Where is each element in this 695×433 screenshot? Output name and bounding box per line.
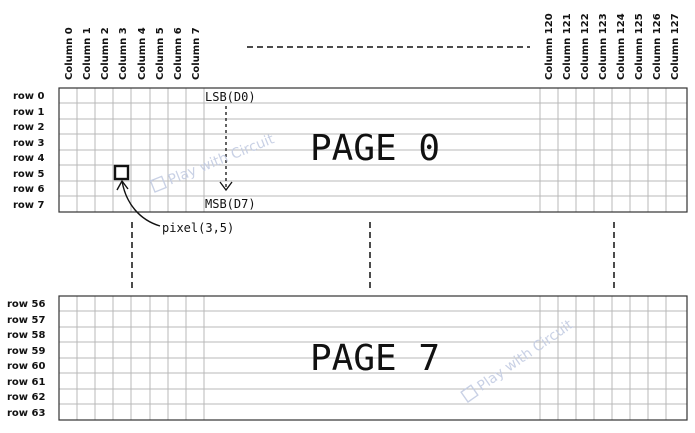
page-7-title: PAGE 7 (310, 338, 440, 379)
page-gap-dashes (131, 222, 615, 290)
column-label: Column 122 (580, 13, 591, 80)
row-label: row 57 (7, 315, 45, 326)
row-label: row 63 (7, 408, 45, 419)
column-label: Column 2 (100, 27, 111, 80)
column-label: Column 6 (173, 27, 184, 80)
page-0-border (58, 87, 688, 213)
row-label: row 7 (13, 200, 45, 211)
lsb-label: LSB(D0) (205, 90, 256, 104)
column-label: Column 127 (670, 13, 681, 80)
pixel-highlight (113, 164, 130, 181)
chip-icon (460, 384, 479, 403)
msb-label: MSB(D7) (205, 197, 256, 211)
pixel-callout-arrow (121, 180, 161, 227)
page-7-grid (58, 295, 688, 421)
row-label: row 62 (7, 392, 45, 403)
row-label: row 2 (13, 122, 45, 133)
watermark-bottom: Play with Circuit (460, 317, 577, 403)
row-label: row 56 (7, 299, 45, 310)
bit-order-arrow-head (219, 181, 233, 192)
column-label: Column 124 (616, 13, 627, 80)
row-label: row 6 (13, 184, 45, 195)
watermark-top: Play with Circuit (149, 131, 277, 193)
column-labels-left: Column 0 Column 1 Column 2 Column 3 Colu… (64, 27, 202, 80)
column-label: Column 121 (562, 13, 573, 80)
watermark-text: Play with Circuit (474, 317, 576, 395)
column-label: Column 123 (598, 13, 609, 80)
row-label: row 1 (13, 107, 45, 118)
chip-icon (149, 175, 168, 193)
pixel-label: pixel(3,5) (162, 221, 234, 235)
column-label: Column 7 (191, 27, 202, 80)
page-0-grid (58, 87, 688, 213)
column-label: Column 126 (652, 13, 663, 80)
column-label: Column 120 (544, 13, 555, 80)
row-label: row 5 (13, 169, 45, 180)
column-label: Column 125 (634, 13, 645, 80)
column-label: Column 1 (82, 27, 93, 80)
pixel-callout-arrow-head (116, 179, 129, 191)
column-labels-right: Column 120 Column 121 Column 122 Column … (544, 13, 681, 80)
page-0-title: PAGE 0 (310, 128, 440, 169)
column-label: Column 0 (64, 27, 75, 80)
column-label: Column 3 (118, 27, 129, 80)
row-label: row 61 (7, 377, 45, 388)
row-labels-bottom: row 56 row 57 row 58 row 59 row 60 row 6… (7, 299, 45, 419)
column-label: Column 5 (155, 27, 166, 80)
row-label: row 59 (7, 346, 45, 357)
watermark-text: Play with Circuit (166, 131, 277, 188)
row-label: row 0 (13, 91, 45, 102)
column-label: Column 4 (137, 27, 148, 80)
row-label: row 3 (13, 138, 45, 149)
row-labels-top: row 0 row 1 row 2 row 3 row 4 row 5 row … (13, 91, 45, 211)
row-label: row 58 (7, 330, 45, 341)
page-7-border (58, 295, 688, 421)
row-label: row 4 (13, 153, 45, 164)
row-label: row 60 (7, 361, 45, 372)
